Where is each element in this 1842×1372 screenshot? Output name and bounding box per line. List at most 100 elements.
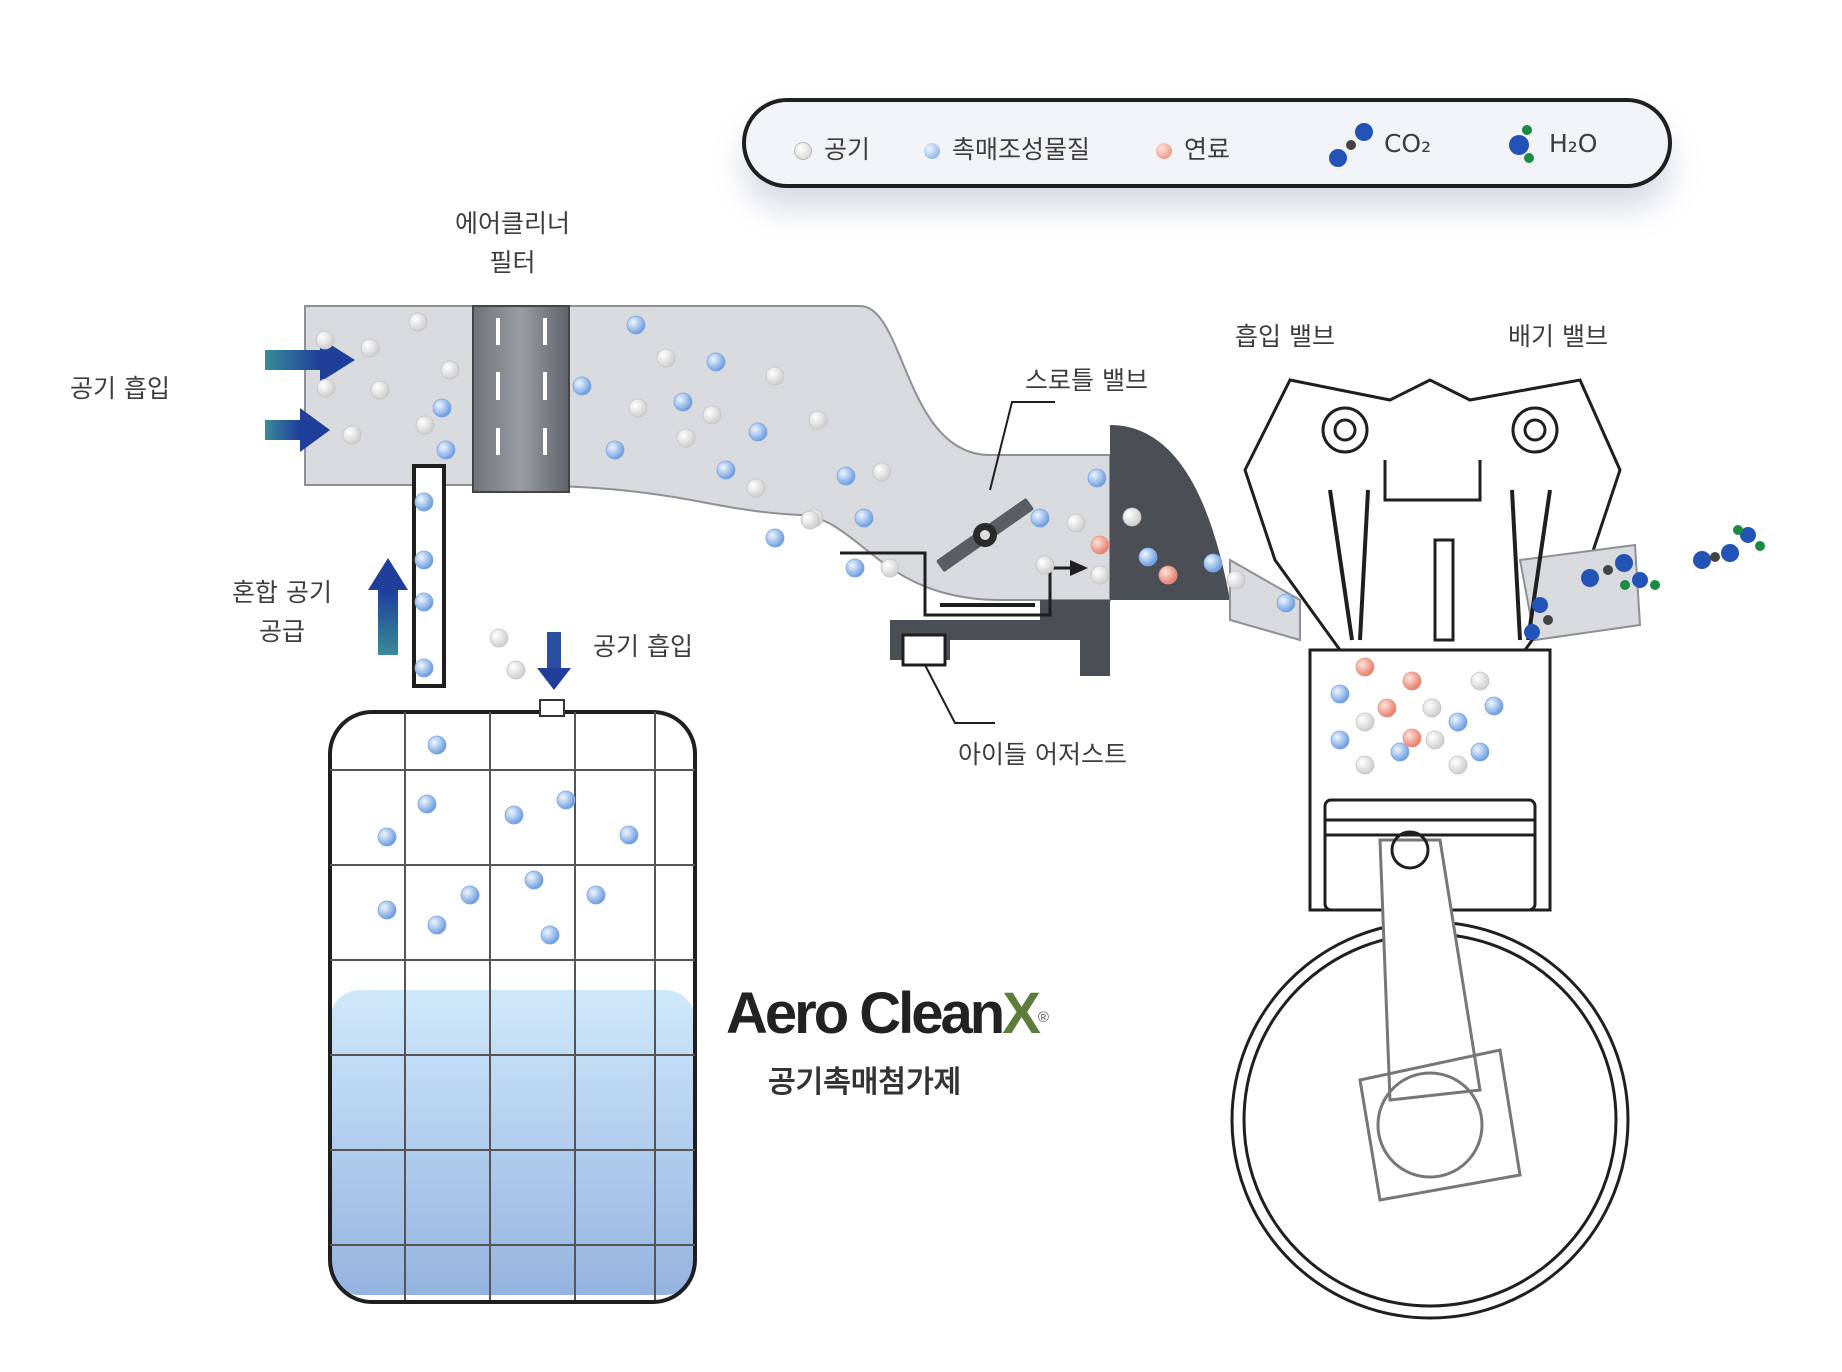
legend-air: 공기 [794,130,870,166]
bypass-arrow-icon [1070,560,1088,576]
idle-adjust-label: 아이들 어저스트 [958,740,1127,769]
air-particle [1226,570,1246,590]
air-particle [370,380,390,400]
catalyst-particle [1138,547,1158,567]
catalyst-particle [1470,742,1490,762]
legend-fuel-label: 연료 [1184,135,1231,164]
catalyst-particle [673,392,693,412]
air-particle [1066,513,1086,533]
runner-to-engine [1229,558,1301,642]
air-particle [408,312,428,332]
brand-logo: Aero CleanX® [726,980,1049,1047]
catalyst-particle [845,558,865,578]
idle-adjust-screw [901,633,947,667]
legend-h2o: H₂O [1501,120,1597,170]
air-particle [1448,755,1468,775]
fuel-particle [1402,671,1422,691]
legend-air-label: 공기 [824,135,871,164]
mixed-air-supply-label: 혼합 공기 공급 [232,574,332,652]
catalyst-particle [1203,553,1223,573]
legend-co2: CO₂ [1326,120,1431,170]
exhaust-valve-label: 배기 밸브 [1508,322,1608,351]
fuel-particle [1377,698,1397,718]
air-particle [1425,730,1445,750]
catalyst-particle [605,440,625,460]
air-particle [506,660,526,680]
catalyst-particle [427,735,447,755]
air-cleaner-line1: 에어클리너 [455,209,571,238]
catalyst-particle [427,915,447,935]
catalyst-particle [414,550,434,570]
catalyst-particle [748,422,768,442]
air-particle [1470,671,1490,691]
fuel-particle [1090,535,1110,555]
catalyst-particle [414,492,434,512]
legend-catalyst: 촉매조성물질 [924,130,1090,166]
catalyst-particle [417,794,437,814]
catalyst-tank [328,699,697,1304]
legend-co2-label: CO₂ [1383,129,1432,158]
air-particle [656,348,676,368]
air-particle [1122,507,1142,527]
air-particle [315,330,335,350]
catalyst-particle [619,825,639,845]
air-particle [746,478,766,498]
air-particle [1355,755,1375,775]
catalyst-particle [1276,593,1296,613]
catalyst-particle [626,315,646,335]
air-particle [489,628,509,648]
air-intake-label: 공기 흡입 [70,374,170,403]
brand-registered: ® [1037,1009,1049,1027]
catalyst-particle [524,870,544,890]
air-particle [628,398,648,418]
catalyst-particle [1390,742,1410,762]
air-cleaner-line2: 필터 [489,247,536,277]
catalyst-particle [706,352,726,372]
fuel-particle [1402,728,1422,748]
air-particle [872,462,892,482]
catalyst-particle [854,508,874,528]
air-filter [472,305,570,493]
air-particle [360,338,380,358]
catalyst-particle [414,592,434,612]
fuel-particle [1158,565,1178,585]
mixed-supply-line1: 혼합 공기 [232,578,332,607]
catalyst-particle [504,805,524,825]
air-particle [1090,565,1110,585]
catalyst-particle [1330,684,1350,704]
catalyst-particle [1030,508,1050,528]
catalyst-dot-icon [924,143,940,159]
brand-name-x: X [1002,981,1041,1046]
catalyst-particle [377,900,397,920]
catalyst-particle [1448,712,1468,732]
catalyst-particle [377,827,397,847]
catalyst-particle [460,885,480,905]
mixed-air-up-arrow-icon [368,558,408,655]
tank-air-intake-label: 공기 흡입 [593,632,693,661]
air-particle [676,428,696,448]
air-particle [415,415,435,435]
catalyst-particle [540,925,560,945]
tank-intake-down-arrow-icon [537,632,571,690]
air-particle [1422,698,1442,718]
catalyst-particle [556,790,576,810]
catalyst-particle [436,440,456,460]
catalyst-particle [432,398,452,418]
fuel-particle [1355,657,1375,677]
air-particle [808,410,828,430]
fuel-dot-icon [1156,143,1172,159]
intake-valve-label: 흡입 밸브 [1235,322,1335,351]
air-particle [1035,555,1055,575]
catalyst-particle [1330,730,1350,750]
catalyst-particle [586,885,606,905]
legend-fuel: 연료 [1156,130,1230,166]
catalyst-particle [836,466,856,486]
air-particle [800,510,820,530]
catalyst-particle [1484,696,1504,716]
catalyst-particle [572,376,592,396]
air-particle [342,425,362,445]
air-intake-arrow-icon [265,338,355,452]
catalyst-particle [414,658,434,678]
mixed-supply-line2: 공급 [258,616,305,646]
